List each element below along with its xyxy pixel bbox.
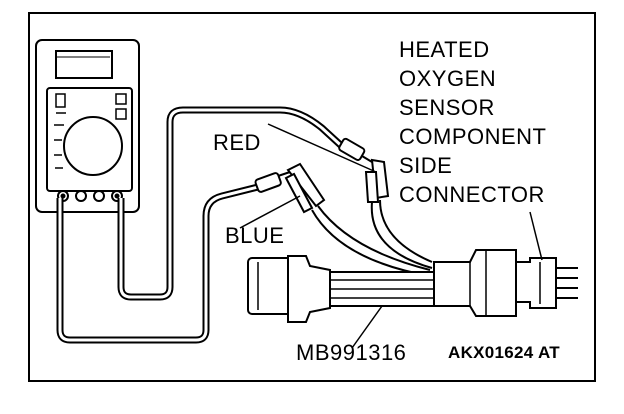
blue-pointer xyxy=(239,195,301,229)
jack-3 xyxy=(93,190,105,202)
sensor-label-line2: OXYGEN xyxy=(399,66,497,91)
multimeter-display xyxy=(55,50,113,79)
sensor-label-line6: CONNECTOR xyxy=(399,182,545,207)
blue-alligator-clip xyxy=(284,162,326,214)
red-pointer xyxy=(267,123,377,173)
sensor-label-line4: COMPONENT xyxy=(399,124,547,149)
sensor-side-connector xyxy=(515,257,557,309)
jack-2 xyxy=(75,190,87,202)
sensor-wires xyxy=(556,267,578,299)
red-probe-plug xyxy=(338,137,373,163)
harness-pointer xyxy=(351,305,383,349)
connector-pointer xyxy=(529,211,543,261)
rotary-dial xyxy=(63,116,123,176)
test-harness xyxy=(247,249,557,323)
multimeter xyxy=(35,39,140,213)
sensor-label-line5: SIDE xyxy=(399,153,453,178)
red-probe-label: RED xyxy=(213,130,261,155)
blue-probe-label: BLUE xyxy=(225,223,285,248)
clip-wires xyxy=(311,199,433,277)
figure-code-label: AKX01624 AT xyxy=(448,343,560,362)
sensor-label-line3: SENSOR xyxy=(399,95,495,120)
harness-right-collar xyxy=(433,249,517,317)
blue-probe-plug xyxy=(254,171,291,193)
sensor-label-line1: HEATED xyxy=(399,37,490,62)
harness-tool-label: MB991316 xyxy=(296,340,407,365)
harness-left-collar xyxy=(287,255,331,323)
figure-frame xyxy=(28,12,596,382)
red-alligator-clip xyxy=(364,158,390,203)
